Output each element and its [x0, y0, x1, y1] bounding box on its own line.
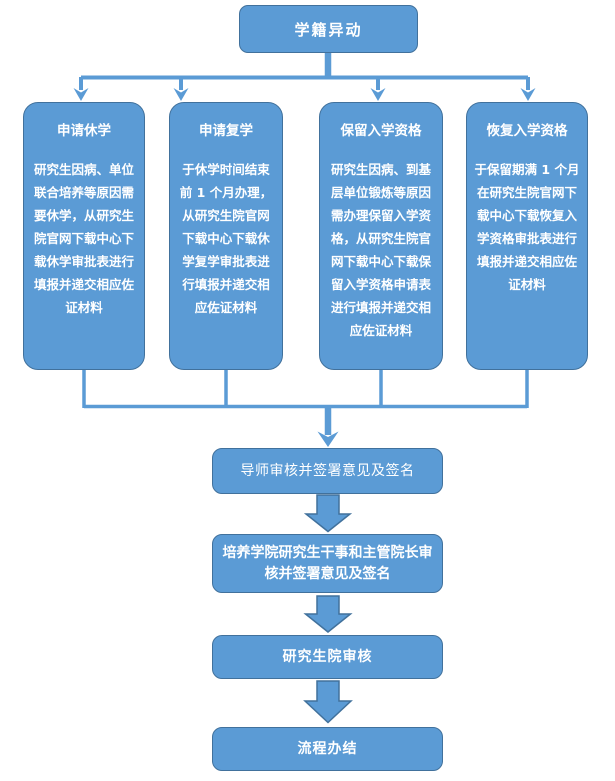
branch-apply-leave: 申请休学 研究生因病、单位联合培养等原因需要休学，从研究生院官网下载中心下载休学… — [23, 102, 145, 370]
branch-title: 恢复入学资格 — [486, 123, 568, 139]
branch-body: 于保留期满 1 个月在研究生院官网下载中心下载恢复入学资格审批表进行填报并递交相… — [474, 162, 580, 292]
branch-title: 申请复学 — [199, 123, 253, 139]
block-arrow-step1-step2 — [303, 494, 353, 533]
step-graduate-school-review: 研究生院审核 — [212, 635, 443, 679]
block-arrow-step2-step3 — [303, 595, 353, 633]
arrowhead-drop-2 — [173, 88, 189, 101]
branch-apply-resume: 申请复学 于休学时间结束前 1 个月办理，从研究生院官网下载中心下载休学复学审批… — [169, 102, 283, 370]
block-arrow-step3-step4 — [303, 680, 353, 724]
arrowhead-drop-3 — [370, 88, 386, 101]
branch-restore-admission: 恢复入学资格 于保留期满 1 个月在研究生院官网下载中心下载恢复入学资格审批表进… — [466, 102, 588, 370]
arrowhead-drop-1 — [73, 88, 89, 101]
branch-body: 研究生因病、到基层单位锻炼等原因需办理保留入学资格，从研究生院官网下载中心下载保… — [330, 162, 431, 338]
step-process-complete: 流程办结 — [212, 727, 443, 771]
branch-title: 申请休学 — [57, 123, 111, 139]
branch-retain-admission: 保留入学资格 研究生因病、到基层单位锻炼等原因需办理保留入学资格，从研究生院官网… — [319, 102, 443, 370]
branch-body: 研究生因病、单位联合培养等原因需要休学，从研究生院官网下载中心下载休学审批表进行… — [33, 162, 134, 315]
branch-title: 保留入学资格 — [340, 123, 422, 139]
arrowhead-drop-4 — [520, 88, 536, 101]
step-supervisor-review: 导师审核并签署意见及签名 — [212, 448, 443, 494]
branch-body: 于休学时间结束前 1 个月办理，从研究生院官网下载中心下载休学复学审批表进行填报… — [179, 162, 273, 315]
node-start: 学籍异动 — [239, 5, 418, 53]
step-college-review: 培养学院研究生干事和主管院长审核并签署意见及签名 — [212, 534, 443, 593]
arrowhead-merge — [317, 431, 339, 447]
